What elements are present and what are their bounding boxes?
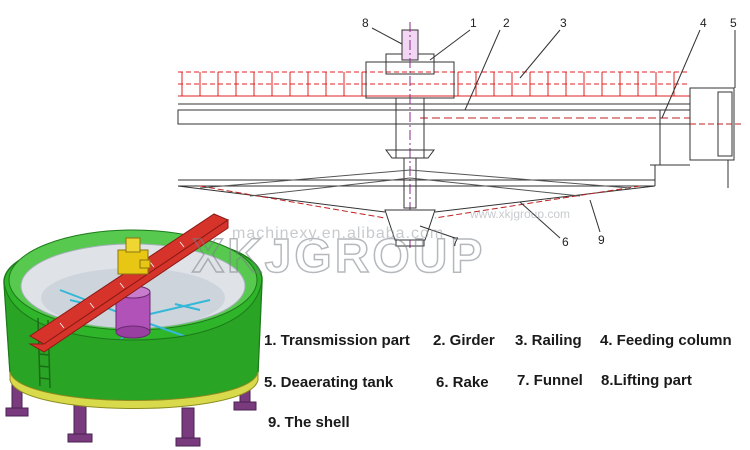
- cross-section-drawing: [177, 22, 744, 250]
- legend-item-5: 5. Deaerating tank: [264, 374, 394, 391]
- thickener-3d-render: [3, 213, 263, 447]
- callout-2: 2: [503, 16, 510, 30]
- tank-shell-drawing: [177, 165, 656, 247]
- railing: [178, 71, 690, 97]
- watermark: machinexy.en.alibaba.com www.xkjgroup.co…: [191, 207, 570, 284]
- watermark-url-2: www.xkjgroup.com: [469, 207, 570, 221]
- callout-9: 9: [598, 233, 605, 247]
- legend-item-1: 1. Transmission part: [264, 332, 410, 349]
- callout-7: 7: [452, 235, 459, 249]
- drive-unit: [117, 237, 151, 275]
- legend-item-6: 6. Rake: [436, 374, 489, 391]
- watermark-brand: XKJGROUP: [192, 230, 485, 283]
- legend-item-2: 2. Girder: [433, 332, 495, 349]
- bottom-band: [9, 371, 259, 409]
- callout-6: 6: [562, 235, 569, 249]
- legend-item-4: 4. Feeding column: [600, 332, 732, 349]
- legend-item-9: 9. The shell: [268, 414, 350, 431]
- support-legs: [5, 379, 257, 447]
- callout-4: 4: [700, 16, 707, 30]
- girder: [177, 103, 691, 125]
- callout-5: 5: [730, 16, 737, 30]
- red-girder: [28, 213, 230, 353]
- legend-item-8: 8.Lifting part: [601, 372, 692, 389]
- callout-3: 3: [560, 16, 567, 30]
- feeding-column-drawing: [650, 87, 744, 188]
- drive-head: [365, 22, 455, 250]
- callout-8: 8: [362, 16, 369, 30]
- leader-lines: [371, 27, 736, 239]
- legend-item-7: 7. Funnel: [517, 372, 583, 389]
- callout-numbers: 8 1 2 3 4 5 7 6 9: [362, 16, 737, 249]
- legend-item-3: 3. Railing: [515, 332, 582, 349]
- watermark-url: machinexy.en.alibaba.com: [232, 225, 444, 242]
- callout-1: 1: [470, 16, 477, 30]
